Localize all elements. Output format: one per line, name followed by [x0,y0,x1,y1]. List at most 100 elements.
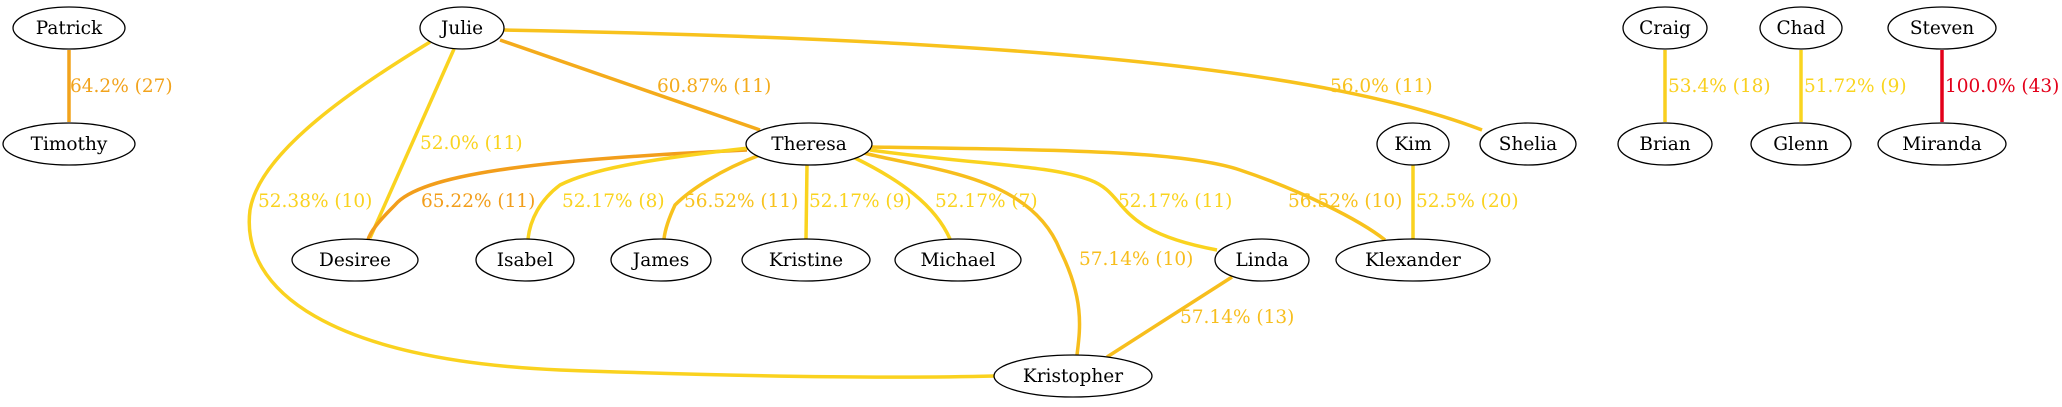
edge-theresa-linda: 52.17% (11) [869,148,1232,252]
edge-label: 60.87% (11) [657,76,771,97]
edge-line [247,40,995,379]
edge-label: 51.72% (9) [1804,76,1907,97]
node-theresa[interactable]: Theresa [745,122,873,166]
edge-patrick-timothy: 64.2% (27) [67,50,173,122]
edge-line [869,148,1218,252]
edge-line [368,48,456,239]
edge-line [863,151,1082,356]
edge-label: 52.17% (9) [809,191,912,212]
edge-theresa-isabel: 52.17% (8) [526,146,750,240]
node-ellipse[interactable] [1376,122,1450,166]
edge-label: 57.14% (10) [1079,249,1193,270]
node-label: Isabel [497,250,554,271]
node-label: Craig [1639,18,1691,39]
node-julie[interactable]: Julie [419,6,505,50]
edge-theresa-kristopher: 57.14% (10) [863,151,1193,356]
node-miranda[interactable]: Miranda [1877,122,2007,166]
edge-julie-desiree: 52.0% (11) [368,48,523,239]
node-timothy[interactable]: Timothy [2,122,136,166]
edge-craig-brian: 53.4% (18) [1663,50,1771,122]
edge-label: 52.38% (10) [258,191,372,212]
edge-julie-shelia: 56.0% (11) [503,28,1483,132]
node-label: Chad [1777,18,1826,39]
node-brian[interactable]: Brian [1617,122,1713,166]
node-ellipse[interactable] [1335,238,1491,282]
node-label: Kristopher [1023,366,1123,387]
node-desiree[interactable]: Desiree [291,238,419,282]
edge-kim-klexander: 52.5% (20) [1411,165,1519,239]
node-ellipse[interactable] [1622,6,1708,50]
node-klexander[interactable]: Klexander [1335,238,1491,282]
node-linda[interactable]: Linda [1214,238,1310,282]
edge-label: 56.52% (10) [1288,191,1402,212]
node-label: Linda [1236,250,1289,271]
edge-steven-miranda: 100.0% (43) [1940,50,2059,122]
node-ellipse[interactable] [475,238,575,282]
node-shelia[interactable]: Shelia [1479,122,1577,166]
edge-label: 52.17% (8) [562,191,665,212]
node-label: Desiree [319,250,391,271]
node-ellipse[interactable] [741,238,871,282]
node-chad[interactable]: Chad [1759,6,1843,50]
node-ellipse[interactable] [745,122,873,166]
node-ellipse[interactable] [2,122,136,166]
edge-theresa-klexander: 56.52% (10) [871,145,1402,242]
node-ellipse[interactable] [419,6,505,50]
node-ellipse[interactable] [1617,122,1713,166]
node-ellipse[interactable] [610,238,712,282]
node-label: Miranda [1902,134,1982,155]
edge-theresa-james: 56.52% (11) [662,153,798,240]
node-isabel[interactable]: Isabel [475,238,575,282]
edge-line [871,145,1387,242]
edge-line [854,156,952,240]
edge-label: 65.22% (11) [421,191,535,212]
node-label: Shelia [1499,134,1557,155]
graph-edges: 64.2% (27) 60.87% (11)56.0% (11)52.0% (11… [67,28,2059,379]
edge-label: 57.14% (13) [1180,307,1294,328]
edge-line [1106,275,1233,359]
edge-label: 100.0% (43) [1945,76,2059,97]
edge-line [366,148,748,241]
node-kristopher[interactable]: Kristopher [993,354,1153,398]
node-label: Julie [439,18,483,39]
edge-label: 56.52% (11) [684,191,798,212]
node-ellipse[interactable] [1877,122,2007,166]
node-label: Brian [1639,134,1690,155]
edge-chad-glenn: 51.72% (9) [1799,50,1907,122]
node-michael[interactable]: Michael [894,238,1022,282]
edge-label: 52.17% (11) [1118,191,1232,212]
node-label: Michael [920,250,995,271]
node-james[interactable]: James [610,238,712,282]
node-craig[interactable]: Craig [1622,6,1708,50]
edge-line [503,28,1483,132]
edge-linda-kristopher: 57.14% (13) [1106,275,1294,359]
node-glenn[interactable]: Glenn [1750,122,1852,166]
edge-line [804,164,809,240]
node-ellipse[interactable] [1214,238,1310,282]
node-label: Patrick [36,18,103,39]
node-steven[interactable]: Steven [1887,6,1997,50]
edge-line [662,153,761,240]
edge-label: 52.5% (20) [1416,191,1519,212]
node-ellipse[interactable] [993,354,1153,398]
node-ellipse[interactable] [1479,122,1577,166]
node-ellipse[interactable] [1887,6,1997,50]
node-label: James [631,250,689,271]
edge-theresa-kristine: 52.17% (9) [804,164,912,240]
node-ellipse[interactable] [1750,122,1852,166]
node-ellipse[interactable] [291,238,419,282]
node-ellipse[interactable] [894,238,1022,282]
node-label: Kristine [769,250,843,271]
edge-julie-kristopher: 52.38% (10) [247,40,995,379]
node-kristine[interactable]: Kristine [741,238,871,282]
edge-theresa-desiree: 65.22% (11) [366,148,748,241]
node-ellipse[interactable] [12,6,126,50]
edge-line [499,38,761,132]
node-patrick[interactable]: Patrick [12,6,126,50]
node-kim[interactable]: Kim [1376,122,1450,166]
edge-line [526,146,750,240]
node-ellipse[interactable] [1759,6,1843,50]
edge-label: 52.0% (11) [420,133,523,154]
